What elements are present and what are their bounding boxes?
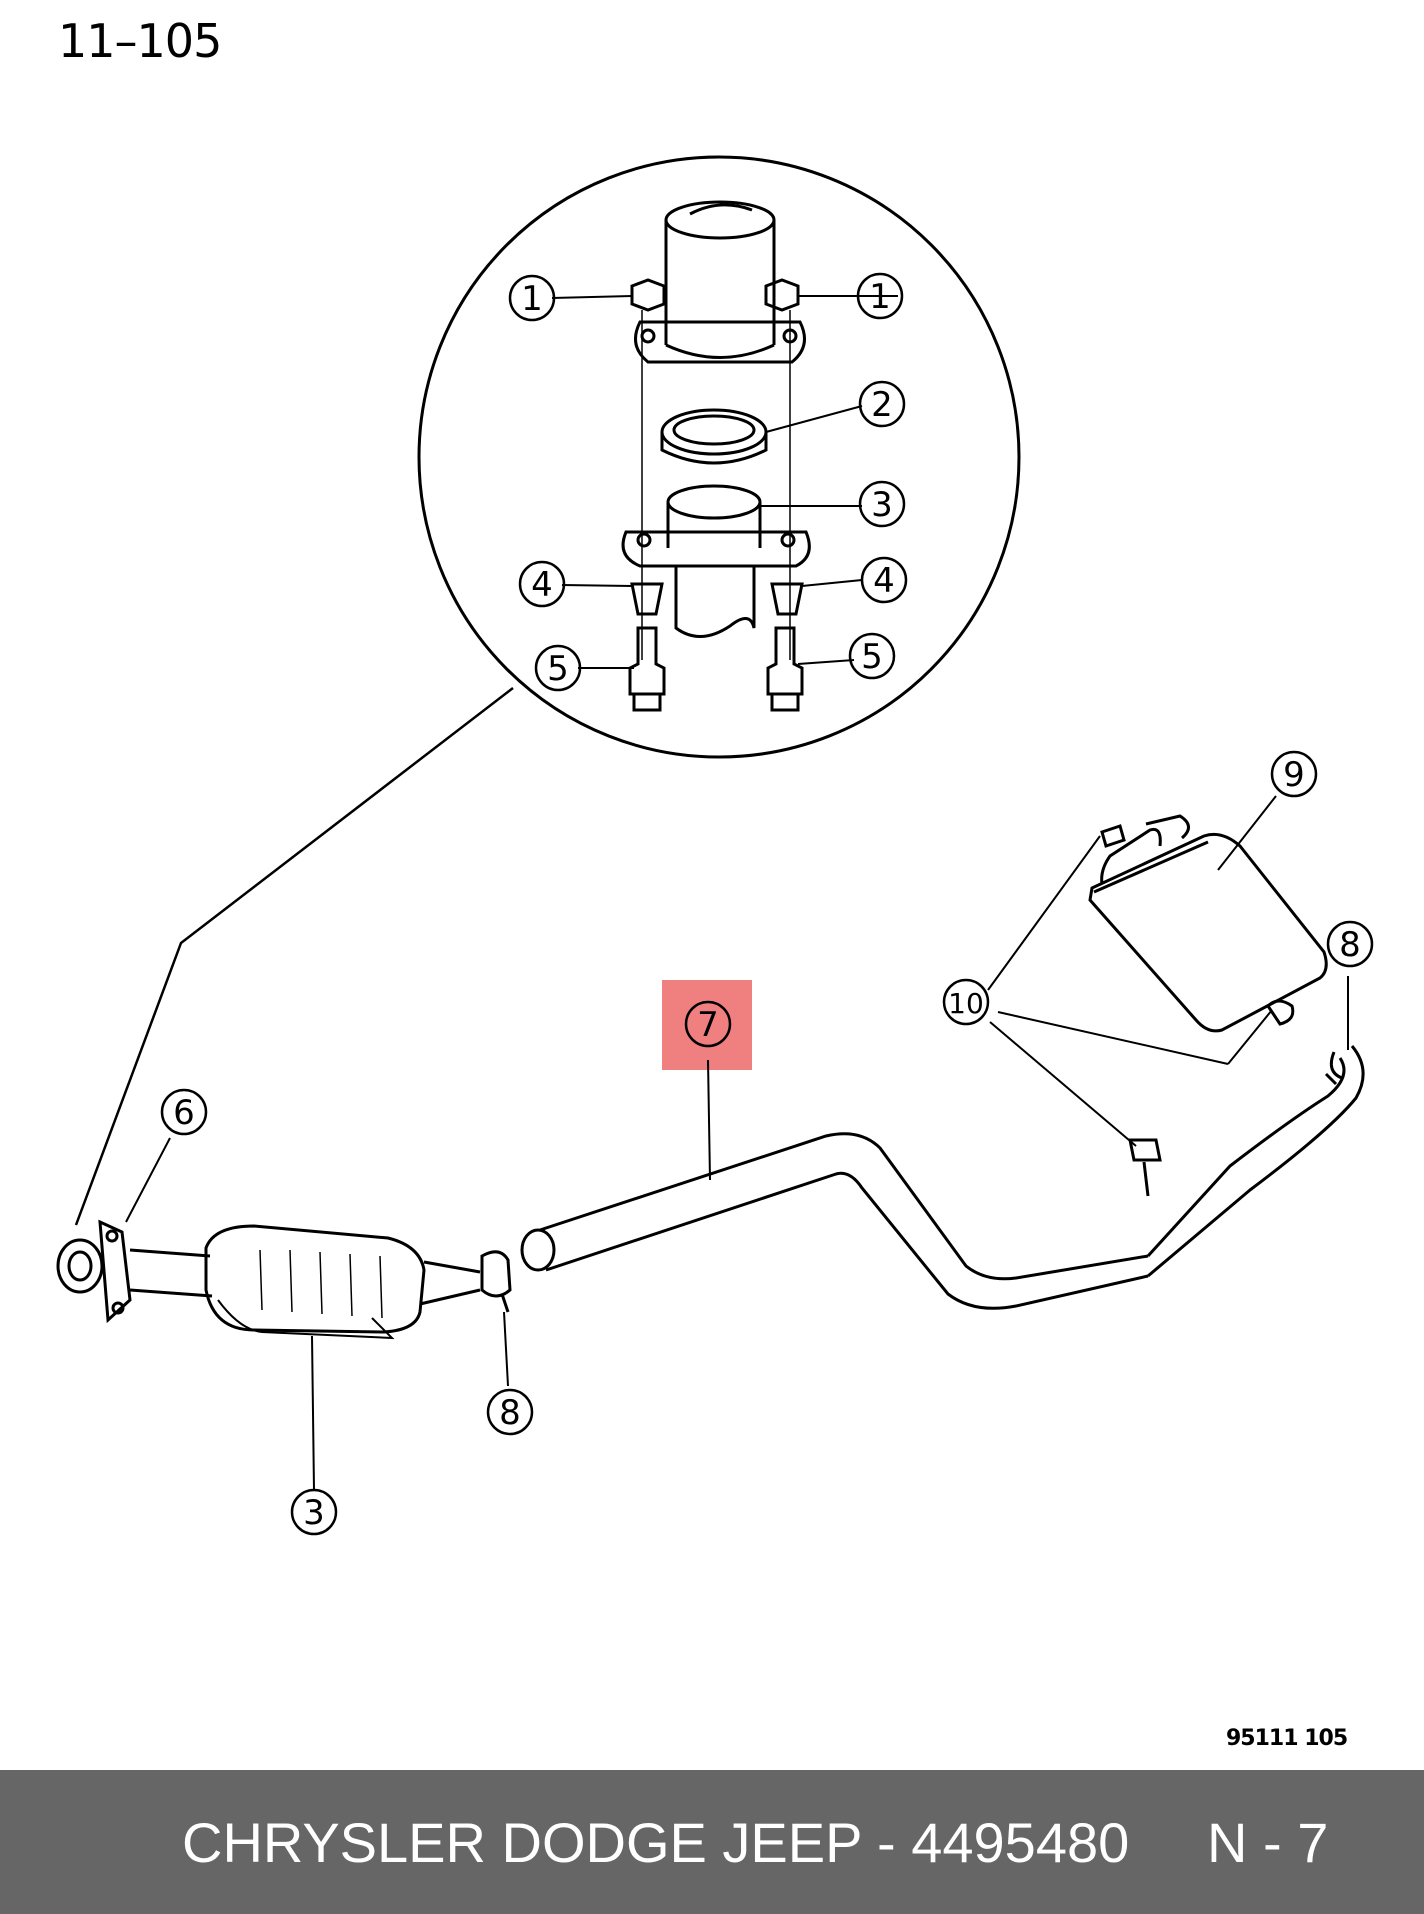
callout-clamp-front-label: 8	[499, 1393, 521, 1433]
callout-spring-left-label: 4	[531, 565, 553, 605]
callout-bolt-right-label: 5	[861, 637, 883, 677]
callout-clamp-front: 8	[486, 1388, 534, 1436]
callout-flange: 3	[858, 480, 906, 528]
callout-pipe-label: 7	[697, 1005, 719, 1045]
callout-bolt-left: 5	[534, 644, 582, 692]
callout-muffler: 9	[1270, 750, 1318, 798]
callout-labels: 1 1 2 3 4 4 5 5 6 7 8 3 9 8 10	[160, 272, 1374, 1536]
page-id: 11–105	[58, 14, 222, 68]
footer-text: CHRYSLER DODGE JEEP - 4495480 N - 7	[182, 1810, 1328, 1875]
callout-gasket: 2	[858, 380, 906, 428]
footer-gap	[1129, 1811, 1207, 1874]
callout-muffler-label: 9	[1283, 755, 1305, 795]
footer-part-number: 4495480	[911, 1811, 1130, 1874]
callout-nut-left-label: 1	[521, 279, 543, 319]
footer-bar: CHRYSLER DODGE JEEP - 4495480 N - 7	[0, 1770, 1424, 1914]
callout-converter: 3	[290, 1488, 338, 1536]
callout-nut-left: 1	[508, 274, 556, 322]
exhaust-system-diagram: 1 1 2 3 4 4 5 5 6 7 8 3 9 8 10	[56, 155, 1374, 1536]
callout-bolt-left-label: 5	[547, 649, 569, 689]
detail-view	[74, 155, 1021, 1226]
callout-pipe: 7	[684, 1000, 732, 1048]
footer-separator: -	[861, 1811, 912, 1874]
callout-nut-right-label: 1	[869, 277, 891, 317]
callout-isolators-label: 10	[948, 987, 984, 1020]
callout-front-flange-label: 6	[173, 1093, 195, 1133]
exhaust-assembly	[56, 795, 1365, 1491]
callout-hanger-rear: 8	[1326, 920, 1374, 968]
footer-brand: CHRYSLER DODGE JEEP	[182, 1811, 862, 1874]
callout-spring-right: 4	[860, 556, 908, 604]
callout-gasket-label: 2	[871, 385, 893, 425]
highlight-box	[662, 980, 752, 1070]
callout-bolt-right: 5	[848, 632, 896, 680]
callout-flange-label: 3	[871, 485, 893, 525]
callout-converter-label: 3	[303, 1493, 325, 1533]
figure-code: 95111 105	[1226, 1726, 1348, 1751]
callout-isolators: 10	[942, 978, 990, 1026]
callout-spring-left: 4	[518, 560, 566, 608]
callout-nut-right: 1	[856, 272, 904, 320]
footer-position: N - 7	[1207, 1811, 1329, 1874]
callout-front-flange: 6	[160, 1088, 208, 1136]
callout-spring-right-label: 4	[873, 561, 895, 601]
callout-hanger-rear-label: 8	[1339, 925, 1361, 965]
